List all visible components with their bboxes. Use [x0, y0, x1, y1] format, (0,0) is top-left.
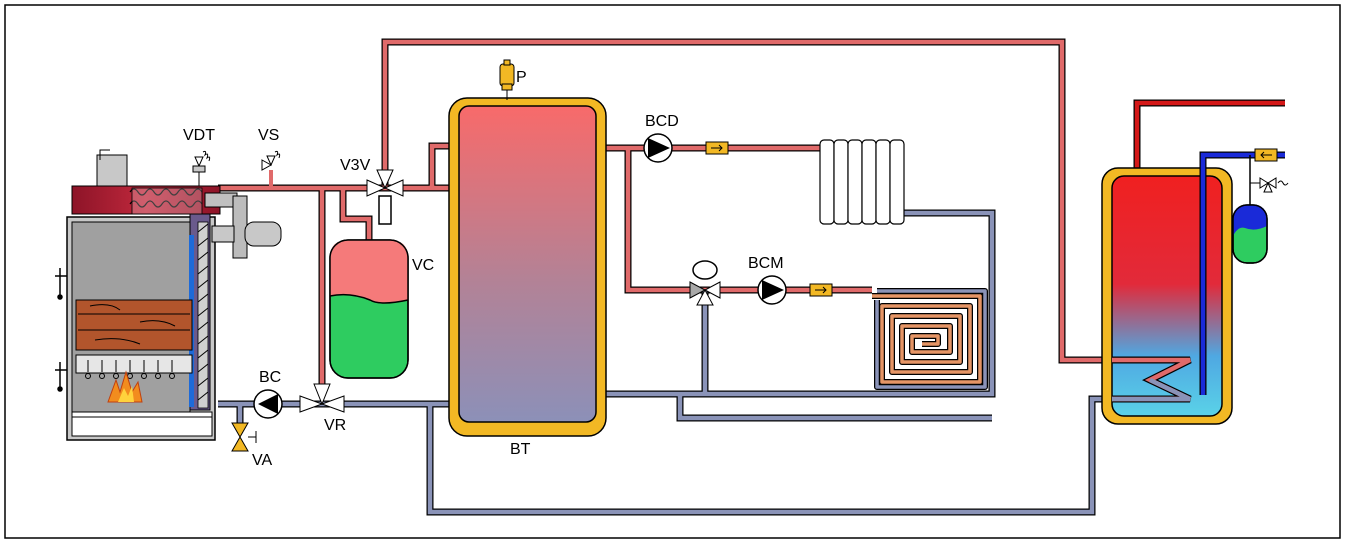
safety-valve-icon: [1250, 177, 1289, 193]
flame-icon: [107, 370, 143, 403]
label-bcm: BCM: [748, 255, 784, 272]
three-way-valve-icon: [299, 383, 345, 413]
safety-valve-icon: [261, 150, 281, 186]
check-valve-icon: [809, 283, 833, 297]
label-va: VA: [252, 452, 272, 469]
label-p: P: [516, 69, 527, 86]
thermometer-icon: [55, 268, 67, 392]
buffer-tank-icon: [448, 97, 607, 437]
label-bt: BT: [510, 441, 531, 458]
drain-valve-icon: [231, 422, 257, 452]
label-vs: VS: [258, 127, 279, 144]
label-bcd: BCD: [645, 113, 679, 130]
pump-icon: [643, 133, 673, 163]
radiator-icon: [819, 139, 905, 225]
label-vdt: VDT: [183, 127, 215, 144]
air-purger-icon: [499, 59, 515, 100]
expansion-vessel-icon: [329, 239, 409, 379]
label-v3v: V3V: [340, 157, 371, 174]
boiler-icon: [55, 149, 282, 441]
check-valve-icon: [705, 141, 729, 155]
pump-icon: [757, 275, 787, 305]
floor-heating-coil-icon: [872, 288, 988, 390]
safety-valve-icon: [192, 150, 211, 186]
check-valve-icon: [1254, 148, 1278, 162]
label-vr: VR: [324, 417, 346, 434]
label-bc: BC: [259, 369, 281, 386]
three-way-valve-icon: [366, 169, 404, 225]
three-way-valve-icon: [689, 260, 721, 306]
fan-icon: [204, 192, 282, 259]
label-vc: VC: [412, 257, 434, 274]
pump-icon: [253, 389, 283, 419]
expansion-vessel-icon: [1232, 155, 1268, 264]
